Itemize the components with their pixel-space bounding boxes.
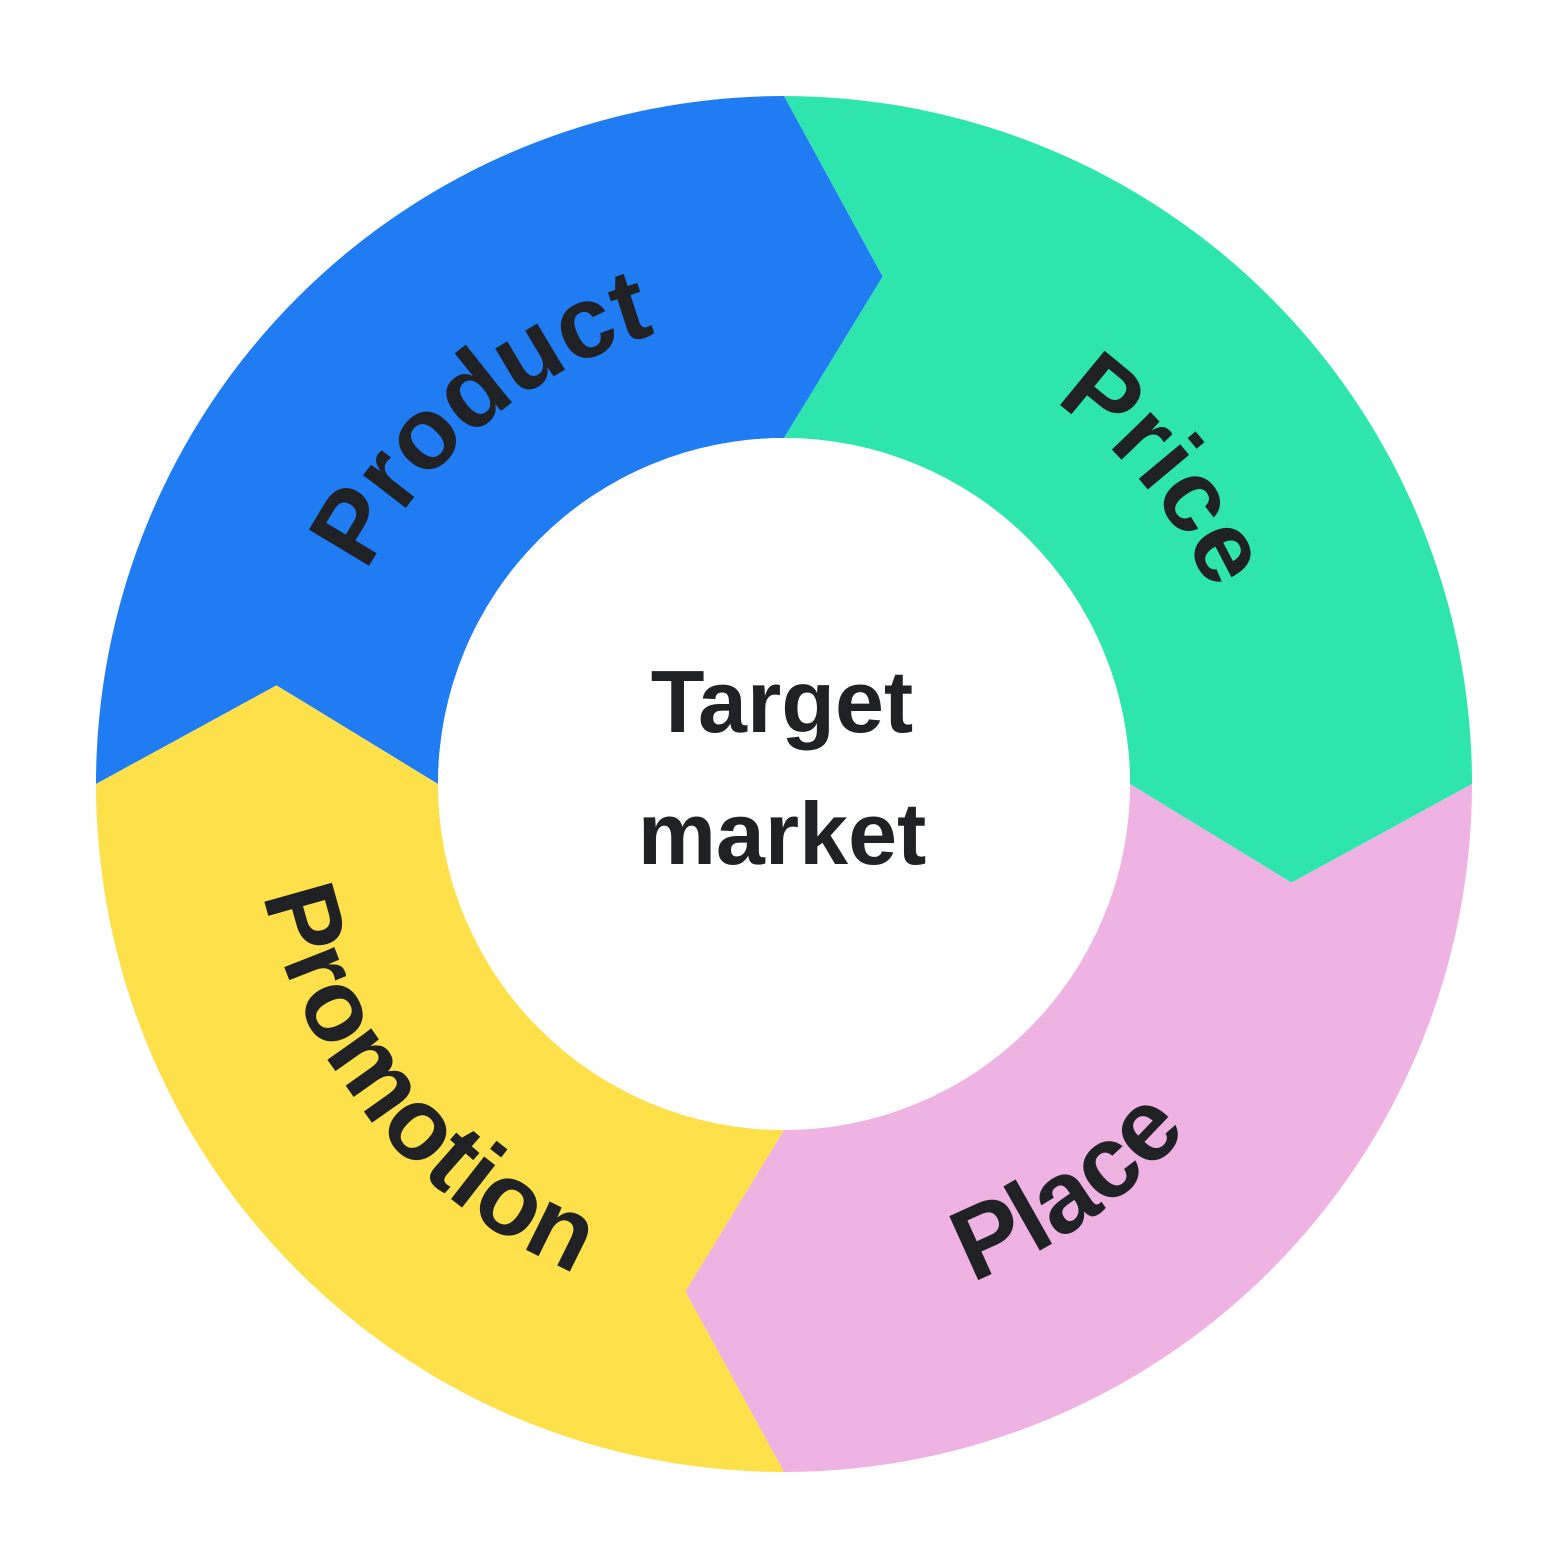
segment-price (784, 96, 1472, 883)
segment-place (685, 784, 1472, 1472)
target-market-label-line1: Target (651, 652, 913, 751)
center-circle (438, 438, 1130, 1130)
target-market-label-line2: market (638, 784, 927, 883)
segment-promotion (96, 685, 784, 1472)
segment-product (96, 96, 883, 784)
